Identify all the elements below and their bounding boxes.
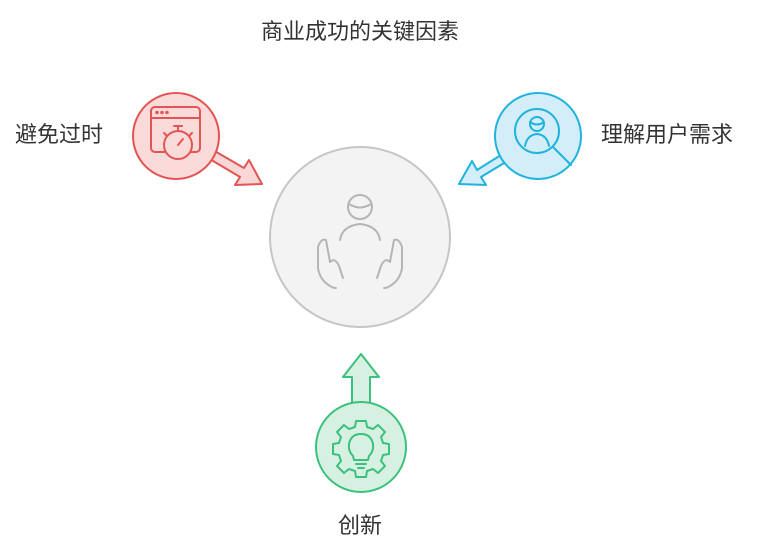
gear-lightbulb-icon — [332, 420, 390, 478]
user-search-icon — [514, 108, 572, 166]
avoid-obsolescence-node — [132, 92, 263, 186]
understand-user-needs-label: 理解用户需求 — [601, 123, 734, 148]
avoid-obsolescence-label: 避免过时 — [15, 123, 104, 148]
diagram-title: 商业成功的关键因素 — [260, 20, 459, 45]
center-node — [269, 146, 451, 328]
innovation-label: 创新 — [337, 514, 382, 539]
innovation-node — [315, 353, 407, 493]
hands-person-icon — [317, 194, 403, 289]
understand-user-needs-node — [458, 92, 582, 186]
stopwatch-browser-icon — [150, 106, 201, 160]
